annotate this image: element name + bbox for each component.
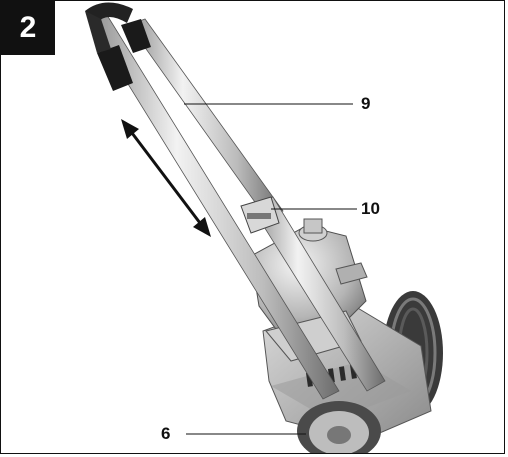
- callout-6: 6: [161, 424, 171, 443]
- telescopic-handle: [85, 2, 386, 400]
- callout-9: 9: [361, 94, 371, 113]
- callout-leaders: [184, 103, 357, 435]
- wheel: [297, 401, 381, 453]
- height-clamp: [240, 196, 280, 234]
- double-arrow-icon: [121, 119, 211, 237]
- callout-10: 10: [361, 199, 380, 218]
- figure-number: 2: [1, 1, 55, 55]
